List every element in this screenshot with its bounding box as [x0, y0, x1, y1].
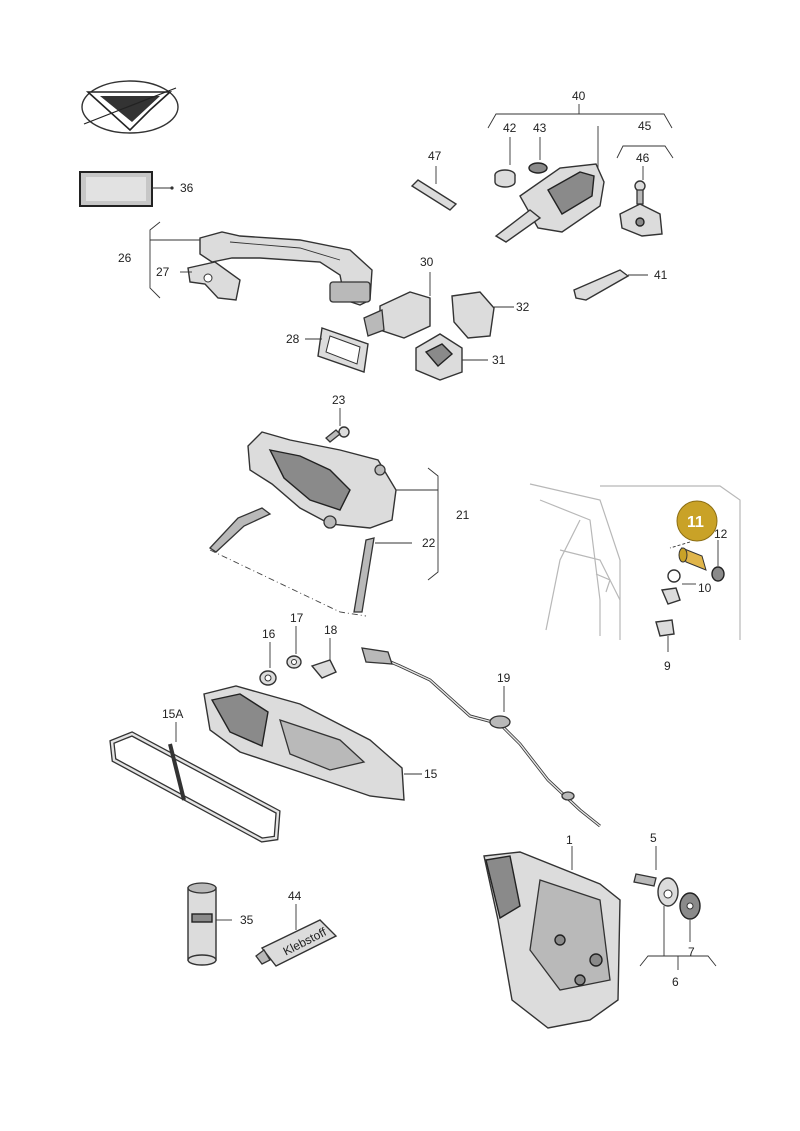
- part-10-washer: [660, 569, 696, 605]
- part-26-door-handle: [199, 231, 373, 306]
- callout-43: 43: [533, 121, 547, 135]
- part-15-inner-handle: [203, 685, 422, 801]
- part-18-clip: [310, 638, 337, 679]
- callout-21: 21: [456, 508, 470, 522]
- part-7-gasket: [679, 892, 701, 942]
- callout-47: 47: [428, 149, 442, 163]
- part-19-cable: [361, 647, 601, 828]
- callout-28: 28: [286, 332, 300, 346]
- callout-32: 32: [516, 300, 530, 314]
- callout-7: 7: [688, 945, 695, 959]
- callout-19: 19: [497, 671, 511, 685]
- part-5-screw: [633, 846, 657, 887]
- callout-5: 5: [650, 831, 657, 845]
- part-12-nut: [711, 540, 725, 582]
- part-40-key-fob: [494, 126, 605, 243]
- callout-46: 46: [636, 151, 650, 165]
- door-inset-view: [529, 483, 741, 640]
- part-41-key-blade: [573, 269, 648, 301]
- part-28-gasket: [317, 327, 369, 373]
- callout-16: 16: [262, 627, 276, 641]
- callout-44: 44: [288, 889, 302, 903]
- callout-40: 40: [572, 89, 586, 103]
- callout-36: 36: [180, 181, 194, 195]
- part-44-adhesive-tube: [255, 904, 338, 967]
- callout-labels: 1 5 6 7 9 10 11 12 15 15A 16 17 18 19 21…: [118, 89, 728, 989]
- callout-15: 15: [424, 767, 438, 781]
- callout-31: 31: [492, 353, 506, 367]
- part-27-handle-gasket: [187, 261, 241, 301]
- part-22-rod: [353, 537, 412, 613]
- callout-42: 42: [503, 121, 517, 135]
- callout-12: 12: [714, 527, 728, 541]
- part-32-cover-cap: [451, 291, 514, 339]
- highlight-badge-11: [676, 500, 718, 542]
- part-16-washer: [259, 642, 277, 686]
- callout-10: 10: [698, 581, 712, 595]
- part-47-pin: [410, 166, 458, 211]
- callout-27: 27: [156, 265, 170, 279]
- part-23-screw: [325, 408, 350, 443]
- callout-11: 11: [687, 514, 704, 531]
- callout-9: 9: [664, 659, 671, 673]
- part-42-battery: [494, 137, 516, 188]
- callout-6: 6: [672, 975, 679, 989]
- part-36-label-plate: [79, 171, 153, 207]
- part-6-striker: [657, 877, 679, 907]
- callout-22: 22: [422, 536, 436, 550]
- part-35-spray-can: [187, 882, 232, 966]
- brand-logo: [81, 80, 179, 134]
- part-43-seal: [528, 137, 548, 174]
- part-15a-gasket: [109, 722, 281, 843]
- part-17-washer: [286, 626, 302, 669]
- part-31-bracket: [415, 333, 488, 381]
- callout-26: 26: [118, 251, 132, 265]
- part-11-screw-highlighted: [678, 547, 707, 571]
- callout-18: 18: [324, 623, 338, 637]
- part-46-screw: [634, 166, 646, 205]
- callout-23: 23: [332, 393, 346, 407]
- part-30-lock-cylinder: [363, 272, 431, 339]
- callout-30: 30: [420, 255, 434, 269]
- part-45-key-blade-cover: [619, 203, 663, 237]
- callout-1: 1: [566, 833, 573, 847]
- part-21-handle-carrier: [247, 431, 397, 529]
- callout-41: 41: [654, 268, 668, 282]
- callout-17: 17: [290, 611, 304, 625]
- callout-15a: 15A: [162, 707, 183, 721]
- part-1-door-lock: [483, 846, 621, 1029]
- part-9-screw: [655, 619, 675, 652]
- callout-35: 35: [240, 913, 254, 927]
- callout-45: 45: [638, 119, 652, 133]
